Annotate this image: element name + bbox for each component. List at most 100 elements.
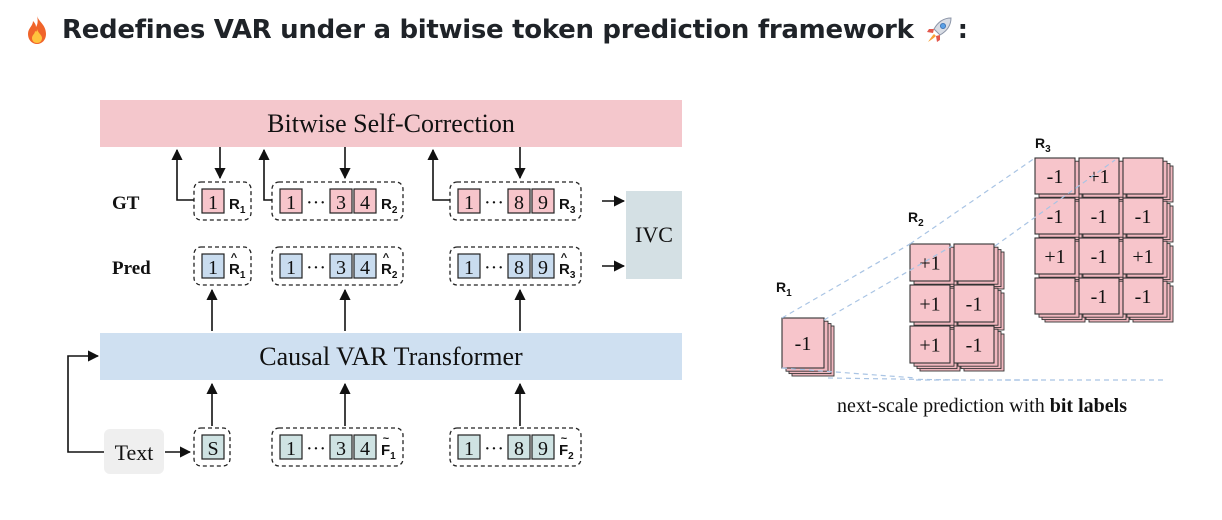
token-box: [279, 253, 303, 279]
bit-cell: +1: [909, 325, 961, 372]
text-input-label: Text: [115, 440, 154, 465]
token-group-border: [271, 427, 404, 467]
bit-cell: -1: [1078, 237, 1130, 283]
bit-value: -1: [1135, 206, 1152, 228]
bit-value: -1: [1135, 286, 1152, 308]
token-value: S: [207, 438, 218, 460]
projection-guide: [827, 377, 961, 381]
projection-guide: [781, 367, 917, 379]
token-box: [201, 434, 225, 460]
bit-value: +1: [919, 294, 940, 316]
input-token-group-1: S: [193, 427, 231, 467]
bit-cell: +1: [1122, 237, 1174, 283]
scale-2: R2+1+1-1+1-1: [908, 209, 1005, 372]
scale-label: R1: [776, 279, 792, 299]
group-label-sub: 2: [392, 270, 398, 281]
bit-face: [1034, 277, 1076, 315]
bit-cell: -1: [781, 317, 835, 377]
token-value: 8: [514, 192, 524, 214]
bit-value: -1: [1047, 166, 1064, 188]
token-box: [531, 434, 555, 460]
group-label-sub: 2: [392, 205, 398, 216]
group-label-letter: R: [381, 196, 392, 213]
token-box: [201, 188, 225, 214]
group-label-letter: R: [559, 261, 570, 278]
scale-label-sub: 2: [918, 218, 924, 229]
token-value: 1: [464, 192, 474, 214]
token-box: [353, 253, 377, 279]
bit-face: [1122, 277, 1164, 315]
rocket-icon: [926, 17, 952, 42]
token-group-border: [193, 246, 252, 286]
bit-value: +1: [1132, 246, 1153, 268]
bitwise-self-correction-bar: [100, 100, 682, 147]
group-label: R2: [381, 261, 398, 281]
token-box: [353, 434, 377, 460]
group-label-sub: 2: [568, 451, 574, 462]
token-box: [507, 434, 531, 460]
token-value: 1: [286, 192, 296, 214]
ellipsis: ···: [484, 438, 504, 460]
bit-cell: [1034, 277, 1086, 323]
bit-face: [953, 284, 995, 323]
token-box: [457, 253, 481, 279]
token-value: 3: [336, 192, 346, 214]
bit-cell: [1122, 157, 1174, 203]
bit-cell: -1: [953, 284, 1005, 331]
token-value: 9: [538, 257, 548, 279]
fire-icon: [28, 16, 46, 44]
multi-scale-bit-labels: R1-1R2+1+1-1+1-1R3-1+1-1-1-1+1-1+1-1-1: [776, 135, 1174, 381]
arrow-up-correction-1: [171, 148, 194, 201]
token-box: [531, 253, 555, 279]
scale-label: R3: [1035, 135, 1051, 155]
scale-label-letter: R: [908, 209, 918, 225]
bit-face: [1078, 157, 1120, 195]
token-value: 4: [360, 438, 370, 460]
group-label-accent: ~: [383, 433, 390, 445]
group-label-accent: ~: [561, 433, 568, 445]
token-value: 9: [538, 192, 548, 214]
bit-value: +1: [1044, 246, 1065, 268]
caption-normal: next-scale prediction with: [837, 395, 1050, 417]
bit-cell: +1: [909, 284, 961, 331]
token-group-border: [271, 181, 404, 221]
projection-guide: [909, 157, 1036, 245]
bit-cell: -1: [1078, 277, 1130, 323]
bit-face: [1078, 277, 1120, 315]
pred-row-label: Pred: [112, 258, 151, 279]
token-value: 3: [336, 257, 346, 279]
token-box: [507, 253, 531, 279]
bitwise-self-correction-label: Bitwise Self-Correction: [267, 109, 515, 138]
bit-face: [1122, 157, 1164, 195]
ellipsis: ···: [306, 192, 326, 214]
scale-label-sub: 1: [786, 288, 792, 299]
ellipsis: ···: [306, 257, 326, 279]
projection-guide: [994, 159, 1116, 247]
token-value: 4: [360, 192, 370, 214]
arrow-up-correction-2: [258, 148, 272, 201]
token-value: 1: [208, 257, 218, 279]
projection-guide: [781, 243, 911, 319]
ivc-box: [626, 191, 682, 279]
token-group-border: [193, 427, 231, 467]
token-box: [329, 434, 353, 460]
causal-var-transformer-bar: [100, 333, 682, 380]
token-box: [507, 188, 531, 214]
group-label: R3: [559, 196, 576, 216]
bit-cell: -1: [1122, 197, 1174, 243]
group-label-sub: 3: [570, 270, 576, 281]
token-value: 4: [360, 257, 370, 279]
bit-face: [909, 284, 951, 323]
token-group-border: [271, 246, 404, 286]
group-label: F2: [559, 442, 574, 462]
scale-label-sub: 3: [1045, 144, 1051, 155]
token-value: 1: [286, 257, 296, 279]
group-label-letter: R: [559, 196, 570, 213]
bit-cell: +1: [909, 243, 961, 290]
